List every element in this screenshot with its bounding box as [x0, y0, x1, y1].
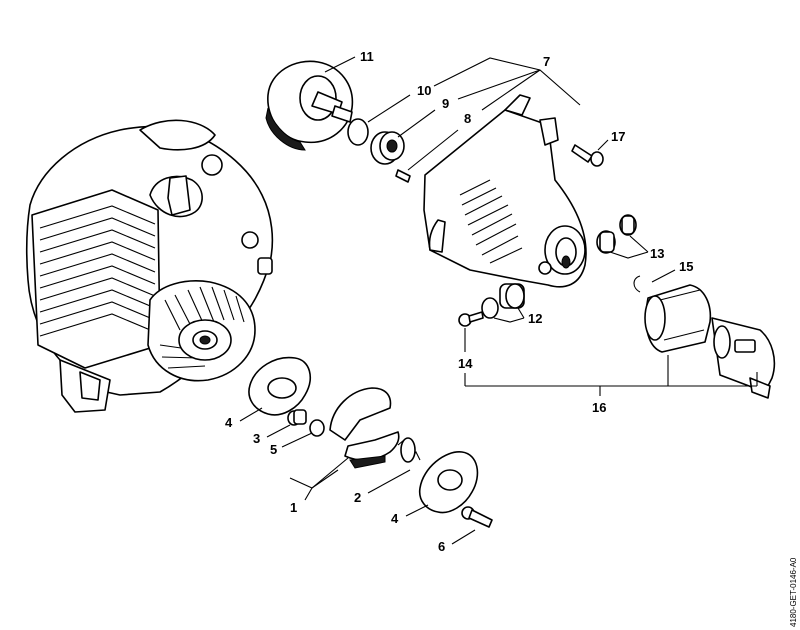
callout-17: 17 — [611, 129, 625, 144]
washer — [309, 419, 325, 437]
retaining-ring — [347, 118, 369, 146]
grille-slats — [39, 205, 156, 337]
screw — [571, 144, 604, 167]
engine-housing — [25, 119, 274, 413]
leader-lines — [239, 56, 758, 545]
washer-plate-lower — [418, 451, 479, 514]
document-reference: 4180-GET-0146-A0 — [789, 557, 798, 627]
callout-12: 12 — [528, 311, 542, 326]
clutch-shoes — [329, 387, 400, 469]
callout-8: 8 — [464, 111, 471, 126]
callout-6: 6 — [438, 539, 445, 554]
shaft-assembly — [644, 284, 776, 399]
callout-11: 11 — [360, 49, 374, 64]
clutch-drum — [265, 60, 354, 151]
callout-labels: 11 10 9 8 7 17 13 15 12 14 16 4 3 5 1 2 … — [225, 49, 693, 554]
pin — [395, 169, 411, 183]
clutch-screw — [461, 506, 493, 528]
callout-2: 2 — [354, 490, 361, 505]
callout-15: 15 — [679, 259, 693, 274]
callout-3: 3 — [253, 431, 260, 446]
cooling-fins — [159, 286, 245, 369]
gear-housing — [423, 94, 587, 288]
ball-bearing — [370, 131, 405, 165]
circlip — [633, 275, 641, 293]
sleeves — [596, 214, 637, 254]
callout-4-upper: 4 — [225, 415, 233, 430]
small-screw — [458, 311, 484, 327]
washer-plate-upper — [248, 356, 311, 416]
callout-16: 16 — [592, 400, 606, 415]
bushings — [481, 283, 525, 319]
housing-vents — [459, 179, 523, 264]
callout-7: 7 — [543, 54, 550, 69]
callout-14: 14 — [458, 356, 473, 371]
callout-10: 10 — [417, 83, 431, 98]
callout-5: 5 — [270, 442, 277, 457]
callout-13: 13 — [650, 246, 664, 261]
tension-spring — [397, 437, 421, 463]
callout-1: 1 — [290, 500, 297, 515]
callout-4-lower: 4 — [391, 511, 399, 526]
bush — [287, 409, 307, 426]
callout-9: 9 — [442, 96, 449, 111]
